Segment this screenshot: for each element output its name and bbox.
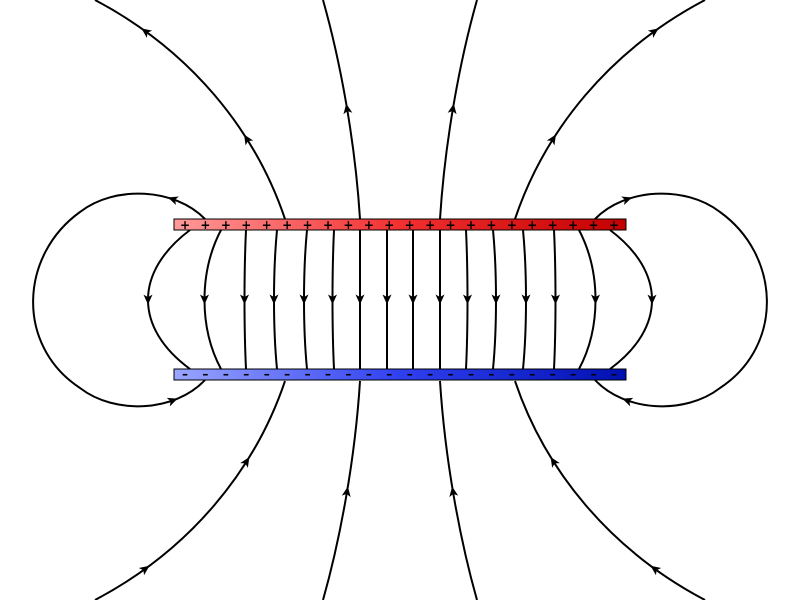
positive-charge: +: [262, 218, 272, 232]
positive-charge: +: [466, 218, 476, 232]
negative-charge: –: [570, 367, 576, 381]
positive-charge: +: [384, 218, 394, 232]
arrow-icon: [141, 28, 153, 38]
positive-charge: +: [364, 218, 374, 232]
arrow-icon: [341, 486, 351, 498]
arrow-icon: [199, 294, 209, 305]
negative-charge: –: [427, 367, 433, 381]
arrow-icon: [647, 294, 657, 305]
positive-charge: +: [180, 218, 190, 232]
negative-charge: –: [509, 367, 515, 381]
positive-charge: +: [323, 218, 333, 232]
positive-charge: +: [303, 218, 313, 232]
negative-charge: –: [325, 367, 331, 381]
arrow-icon: [299, 294, 309, 305]
arrow-icon: [143, 294, 153, 305]
field-line: [594, 192, 768, 408]
negative-charge: –: [488, 367, 494, 381]
negative-plate: [173, 368, 627, 381]
arrow-icon: [449, 486, 459, 498]
negative-charge: –: [223, 367, 229, 381]
negative-charge: –: [345, 367, 351, 381]
arrow-icon: [447, 103, 457, 115]
field-line: [203, 229, 222, 370]
negative-charge: –: [468, 367, 474, 381]
arrow-icon: [550, 457, 560, 468]
positive-charge: +: [527, 218, 537, 232]
field-line: [609, 229, 653, 370]
negative-charge: –: [591, 367, 597, 381]
arrow-icon: [622, 397, 634, 407]
positive-charge: +: [200, 218, 210, 232]
arrow-icon: [239, 294, 249, 305]
arrow-icon: [408, 294, 418, 305]
negative-charge: –: [550, 367, 556, 381]
positive-charge: +: [568, 218, 578, 232]
field-line: [147, 229, 191, 370]
negative-charge: –: [182, 367, 188, 381]
negative-charge: –: [366, 367, 372, 381]
negative-charge: –: [611, 367, 617, 381]
field-line: [514, 380, 706, 600]
field-line: [94, 0, 286, 220]
arrow-icon: [647, 28, 659, 38]
positive-charge: +: [446, 218, 456, 232]
negative-charge: –: [202, 367, 208, 381]
negative-charge: –: [448, 367, 454, 381]
positive-charge: +: [282, 218, 292, 232]
field-line: [439, 0, 478, 220]
positive-charge: +: [405, 218, 415, 232]
positive-charge: +: [548, 218, 558, 232]
field-line: [322, 380, 361, 600]
field-line: [32, 192, 206, 408]
negative-charge: –: [386, 367, 392, 381]
positive-charge: +: [343, 218, 353, 232]
arrow-icon: [167, 196, 179, 205]
arrow-icon: [382, 294, 392, 305]
arrow-icon: [621, 196, 633, 205]
positive-charge: +: [507, 218, 517, 232]
arrow-icon: [521, 294, 531, 305]
arrow-icon: [343, 103, 353, 115]
arrow-icon: [166, 397, 178, 407]
positive-plate: [173, 218, 627, 231]
arrow-icon: [355, 294, 365, 305]
negative-charge: –: [305, 367, 311, 381]
arrow-icon: [435, 294, 445, 305]
positive-charge: +: [589, 218, 599, 232]
positive-charge: +: [241, 218, 251, 232]
negative-charge: –: [284, 367, 290, 381]
field-line: [94, 380, 286, 600]
negative-charge: –: [264, 367, 270, 381]
arrow-icon: [591, 294, 601, 305]
negative-charge: –: [243, 367, 249, 381]
positive-charge: +: [609, 218, 619, 232]
arrow-icon: [244, 134, 254, 146]
field-line: [322, 0, 361, 220]
arrow-icon: [491, 294, 501, 305]
positive-charge: +: [486, 218, 496, 232]
arrow-icon: [650, 565, 662, 576]
arrow-icon: [462, 294, 472, 305]
arrow-icon: [240, 457, 250, 468]
arrow-icon: [269, 294, 279, 305]
arrow-icon: [551, 294, 561, 305]
field-line: [578, 229, 597, 370]
field-arrows: [138, 28, 662, 576]
arrow-icon: [546, 134, 556, 146]
arrow-icon: [327, 294, 337, 305]
positive-charge: +: [221, 218, 231, 232]
field-line: [439, 380, 478, 600]
negative-charge: –: [529, 367, 535, 381]
positive-charge: +: [425, 218, 435, 232]
arrow-icon: [138, 565, 150, 576]
charges: ++++++++++++++++++++++––––––––––––––––––…: [180, 218, 619, 381]
field-line: [514, 0, 706, 220]
field-lines: [32, 0, 768, 600]
negative-charge: –: [407, 367, 413, 381]
